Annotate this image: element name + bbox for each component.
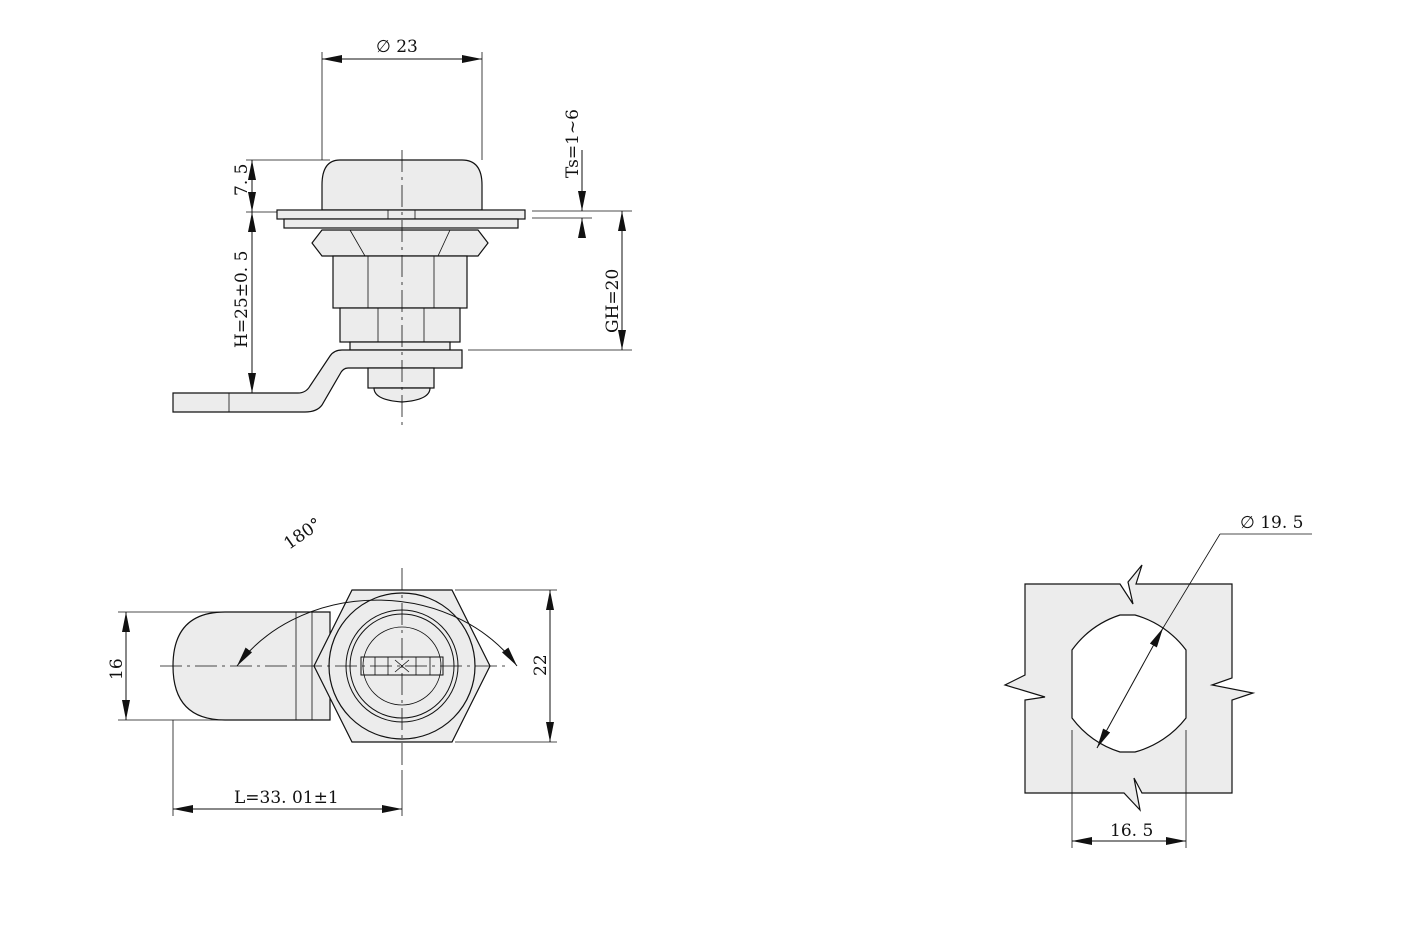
dim-h-25: H=25±0. 5 [232,251,252,348]
dim-gh-20: GH=20 [603,269,623,333]
dim-ts: Ts=1~6 [563,109,583,178]
side-view: ∅ 23 7. 5 H=25±0. 5 Ts=1~6 GH=20 [172,37,632,428]
dim-angle-180: 180° [280,514,325,554]
dim-7-5: 7. 5 [232,164,252,196]
panel-plate [1003,564,1256,812]
dim-phi-23: ∅ 23 [376,37,418,57]
dim-16: 16 [107,658,127,680]
flange-plate [276,209,526,220]
dim-l-33: L=33. 01±1 [234,788,339,808]
panel-cutout: ∅ 19. 5 16. 5 [1003,513,1312,848]
dim-16-5: 16. 5 [1110,821,1153,841]
top-view: 180° 16 22 L=33. 01±1 [107,514,557,816]
dim-phi-19-5: ∅ 19. 5 [1240,513,1303,533]
dim-22: 22 [531,654,551,676]
hex-nut [311,229,489,257]
lock-body-lower [339,307,461,343]
lock-body-upper [332,255,468,309]
cam-arm [172,349,463,413]
